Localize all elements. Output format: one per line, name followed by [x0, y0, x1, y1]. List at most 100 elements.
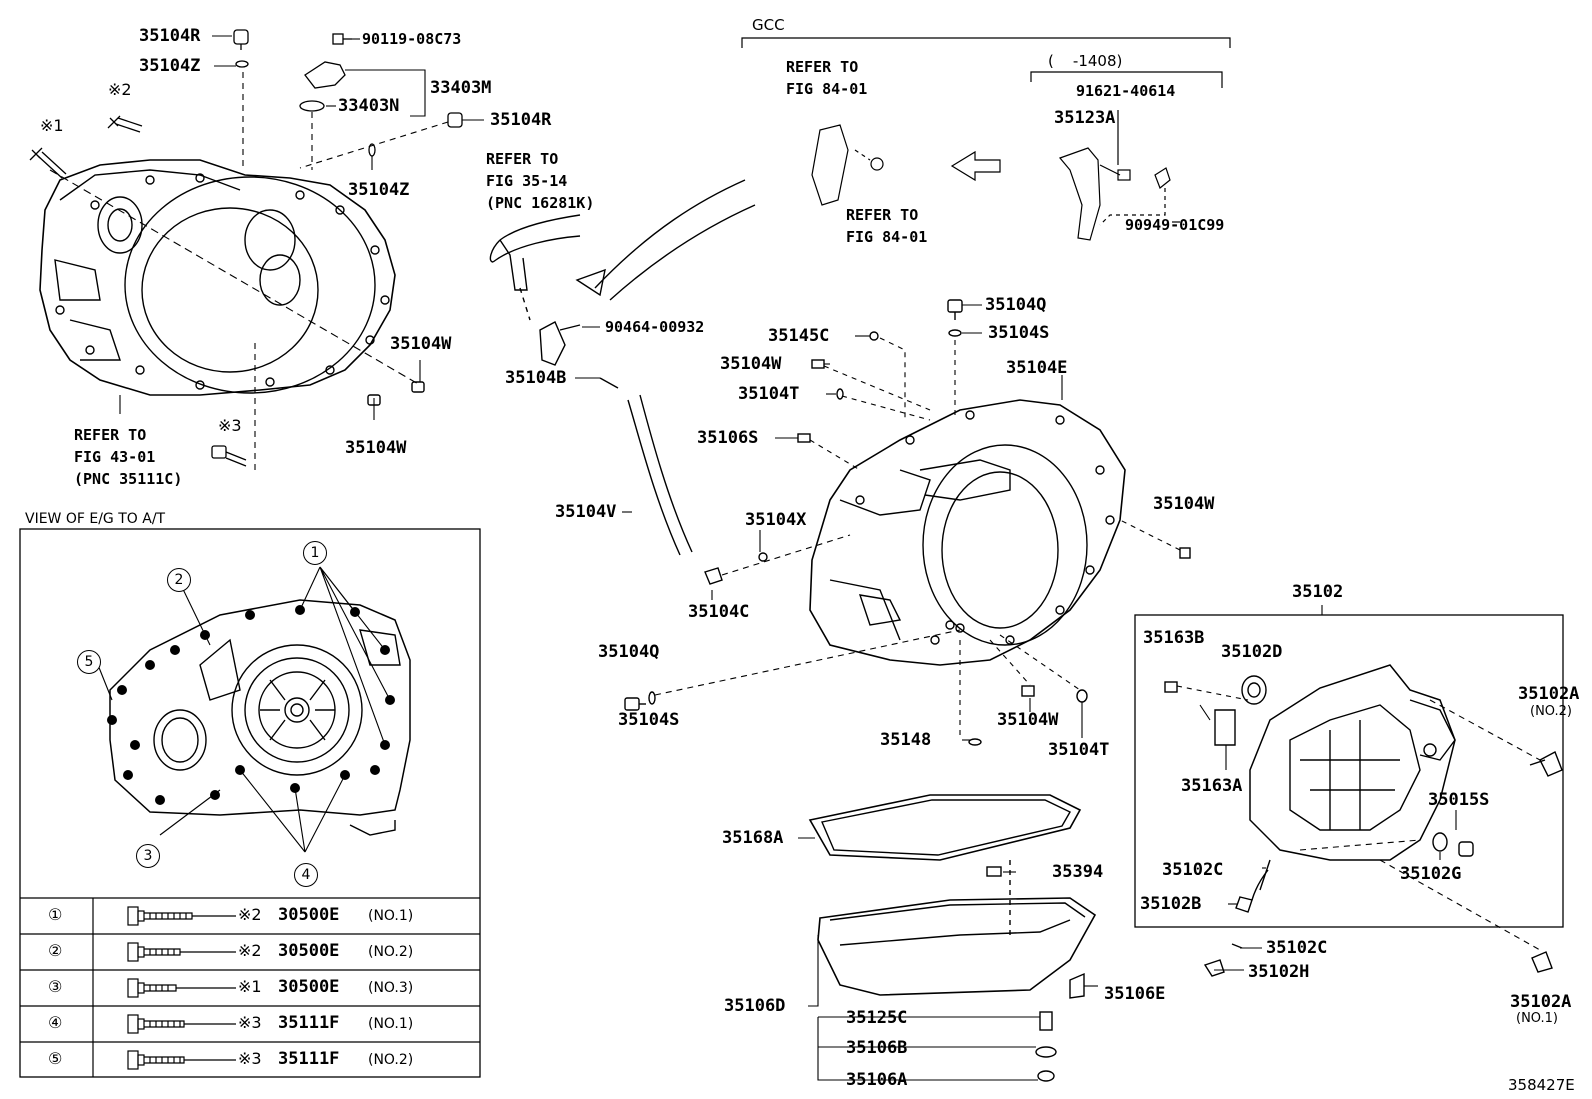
leader-lines-extension	[1176, 685, 1541, 971]
row-code: 30500E	[278, 977, 340, 997]
label-35125C: 35125C	[846, 1008, 908, 1028]
label-35102C-b: 35102C	[1266, 938, 1328, 958]
row-note: (NO.3)	[368, 980, 414, 996]
label-35394: 35394	[1052, 862, 1104, 882]
row-note: (NO.2)	[368, 1052, 414, 1068]
row-note: (NO.1)	[368, 1016, 414, 1032]
refer-fig-43-01: REFER TO FIG 43-01 (PNC 35111C)	[74, 426, 183, 488]
row-code: 35111F	[278, 1013, 340, 1033]
label-35102D: 35102D	[1221, 642, 1283, 662]
row-mark: ※2	[238, 905, 262, 924]
label-35106E: 35106E	[1104, 984, 1166, 1004]
leader-lines-case	[654, 304, 1181, 741]
label-35163A: 35163A	[1181, 776, 1243, 796]
label-35104C: 35104C	[688, 602, 750, 622]
callout-2: 2	[167, 568, 191, 592]
view-title: VIEW OF E/G TO A/T	[25, 511, 166, 527]
label-35104W-c: 35104W	[720, 354, 782, 374]
row-code: 30500E	[278, 905, 340, 925]
label-35102A-no1: 35102A	[1510, 992, 1572, 1012]
refer-fig-35-14: REFER TO FIG 35-14 (PNC 16281K)	[486, 150, 595, 212]
row-code: 35111F	[278, 1049, 340, 1069]
label-90464-00932: 90464-00932	[605, 318, 705, 336]
label-35104Z-b: 35104Z	[348, 180, 410, 200]
row-mark: ※3	[238, 1049, 262, 1068]
label-35015S: 35015S	[1428, 790, 1490, 810]
bolt-icons-top-left	[29, 29, 463, 467]
callout-4: 4	[294, 863, 318, 887]
label-35104X: 35104X	[745, 510, 807, 530]
callout-3: 3	[136, 844, 160, 868]
label-90949-01C99: 90949-01C99	[1125, 216, 1225, 234]
label-35102A-no2: 35102A	[1518, 684, 1580, 704]
refer-fig-84-01-b: REFER TO FIG 84-01	[846, 206, 928, 246]
mark-3: ※3	[218, 416, 242, 435]
callout-1: 1	[303, 541, 327, 565]
label-35104Q-b: 35104Q	[985, 295, 1047, 315]
gcc-label: GCC	[752, 16, 785, 34]
row-note: (NO.1)	[368, 908, 414, 924]
hose-drawing	[489, 179, 768, 585]
label-91621-40614: 91621-40614	[1076, 82, 1176, 100]
date-range-label: ( -1408)	[1048, 52, 1123, 70]
label-35106B: 35106B	[846, 1038, 908, 1058]
label-33403M: 33403M	[430, 78, 492, 98]
label-35102: 35102	[1292, 582, 1344, 602]
transaxle-housing-drawing	[39, 159, 425, 406]
label-35104S-b: 35104S	[988, 323, 1050, 343]
label-35168A: 35168A	[722, 828, 784, 848]
label-35104W-e: 35104W	[997, 710, 1059, 730]
engine-view-drawing	[107, 599, 411, 836]
label-35104R: 35104R	[139, 26, 201, 46]
gcc-area	[741, 37, 1231, 241]
label-35104B: 35104B	[505, 368, 567, 388]
view-box	[19, 528, 481, 1078]
extension-housing-drawing	[1164, 664, 1563, 977]
label-35145C: 35145C	[768, 326, 830, 346]
label-35123A: 35123A	[1054, 108, 1116, 128]
callout-5: 5	[77, 650, 101, 674]
label-35106A: 35106A	[846, 1070, 908, 1090]
view-callout-leaders	[97, 566, 391, 853]
label-35104R-b: 35104R	[490, 110, 552, 130]
row-note: (NO.2)	[368, 944, 414, 960]
table-bolt-icons	[127, 906, 236, 1070]
label-90119-08C73: 90119-08C73	[362, 30, 462, 48]
mark-2: ※2	[108, 80, 132, 99]
row-index: ②	[48, 941, 63, 960]
row-index: ④	[48, 1013, 63, 1032]
label-35104V: 35104V	[555, 502, 617, 522]
leader-lines-top-left	[49, 35, 484, 470]
label-35104S-a: 35104S	[618, 710, 680, 730]
mark-1: ※1	[40, 116, 64, 135]
row-index: ①	[48, 905, 63, 924]
row-mark: ※2	[238, 941, 262, 960]
label-35102C-a: 35102C	[1162, 860, 1224, 880]
row-mark: ※1	[238, 977, 262, 996]
no2-label: (NO.2)	[1530, 704, 1572, 719]
no1-label: (NO.1)	[1516, 1011, 1558, 1026]
label-35163B: 35163B	[1143, 628, 1205, 648]
label-35148: 35148	[880, 730, 932, 750]
figure-code: 358427E	[1508, 1076, 1575, 1094]
label-35102B: 35102B	[1140, 894, 1202, 914]
label-35104Z: 35104Z	[139, 56, 201, 76]
row-index: ⑤	[48, 1049, 63, 1068]
transmission-case-drawing	[624, 299, 1191, 746]
label-35104T-b: 35104T	[1048, 740, 1110, 760]
row-mark: ※3	[238, 1013, 262, 1032]
label-33403N: 33403N	[338, 96, 400, 116]
row-code: 30500E	[278, 941, 340, 961]
label-35104Q-a: 35104Q	[598, 642, 660, 662]
label-35104T-a: 35104T	[738, 384, 800, 404]
leader-lines-pan	[798, 837, 1098, 1081]
label-35104E: 35104E	[1006, 358, 1068, 378]
leader-lines-hose	[575, 326, 851, 600]
label-35102H: 35102H	[1248, 962, 1310, 982]
label-35104W-b: 35104W	[345, 438, 407, 458]
label-35104W-d: 35104W	[1153, 494, 1215, 514]
row-index: ③	[48, 977, 63, 996]
label-35106S: 35106S	[697, 428, 759, 448]
label-35102G: 35102G	[1400, 864, 1462, 884]
